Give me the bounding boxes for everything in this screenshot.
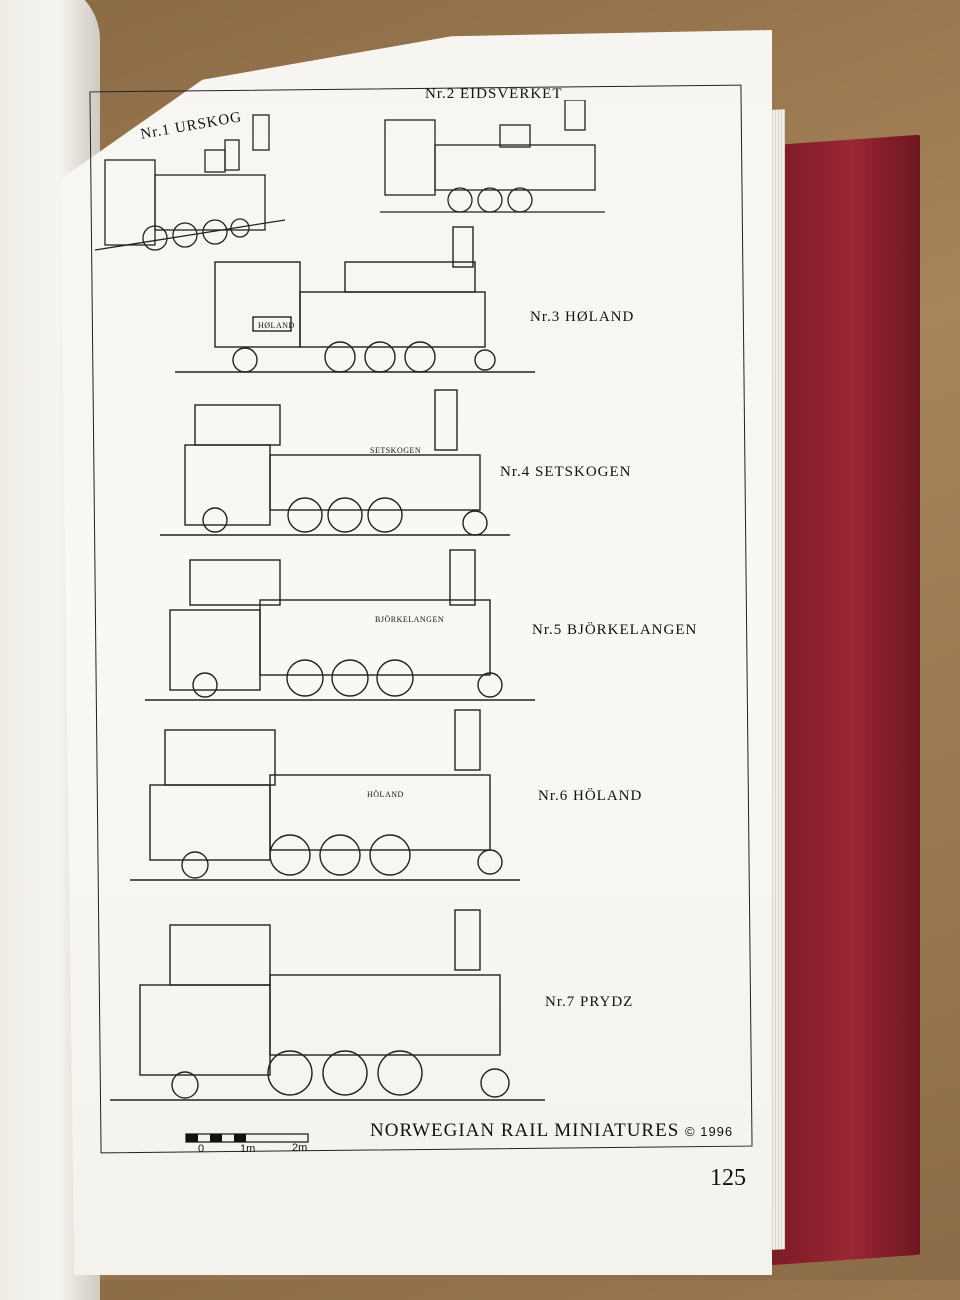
scale-tick-2m: 2m [292,1142,308,1154]
locomotive-label-3: Nr.3 HØLAND [530,309,635,325]
scale-tick-0: 0 [198,1143,205,1155]
locomotive-label-7: Nr.7 PRYDZ [545,994,634,1010]
publisher-credit: NORWEGIAN RAIL MINIATURES © 1996 [370,1120,733,1142]
locomotive-drawing-7 [110,909,545,1101]
locomotive-drawing-6 [130,709,520,881]
locomotive-nameplate-4: SETSKOGEN [370,446,422,455]
publisher-name: NORWEGIAN RAIL MINIATURES [370,1120,680,1141]
book-page [60,30,772,1275]
locomotive-nameplate-5: BJÖRKELANGEN [375,615,445,624]
locomotive-drawing-4 [160,389,510,536]
locomotive-nameplate-3: HØLAND [258,321,295,330]
locomotive-nameplate-6: HÖLAND [367,790,404,799]
locomotive-label-5: Nr.5 BJÖRKELANGEN [532,622,698,638]
locomotive-drawing-2 [380,100,605,213]
locomotive-label-6: Nr.6 HÖLAND [538,788,643,804]
page-number: 125 [710,1165,746,1191]
locomotive-drawing-3 [175,226,535,373]
scale-tick-1m: 1m [240,1143,256,1155]
scale-bar [185,1133,309,1143]
copyright-year: © 1996 [685,1124,734,1139]
book-cover [770,134,920,1266]
locomotive-drawing-1 [95,114,286,251]
locomotive-drawing-5 [145,549,535,701]
locomotive-label-2: Nr.2 EIDSVERKET [425,86,563,102]
locomotive-label-4: Nr.4 SETSKOGEN [500,464,632,480]
